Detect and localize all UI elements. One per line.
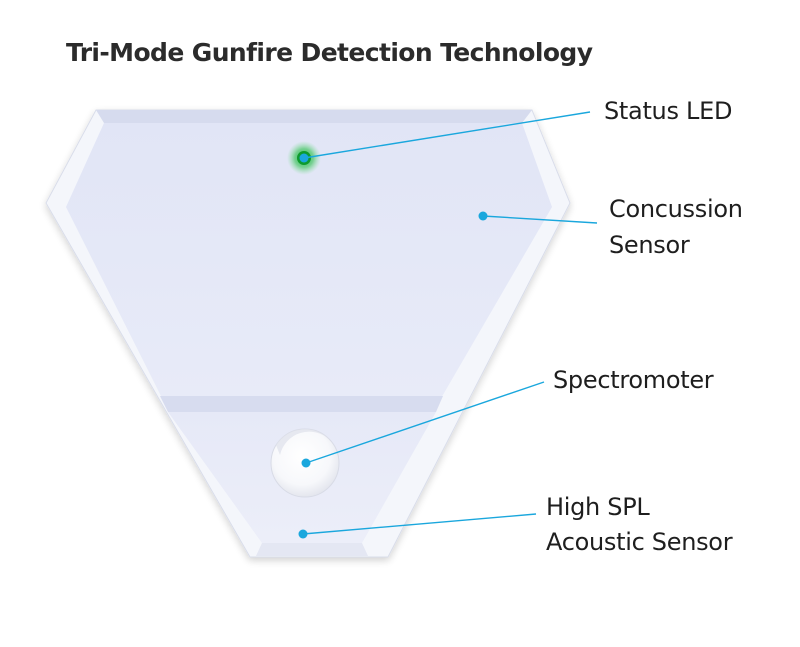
spectromoter-label: Spectromoter [553,366,714,394]
high-spl-label-line1: High SPL [546,493,650,521]
status-led-callout-dot [299,153,309,163]
device-divider-ridge [160,396,443,412]
device-bottom-bevel [256,543,368,556]
high-spl-label-line2: Acoustic Sensor [546,528,733,556]
concussion-sensor-label-line1: Concussion [609,195,743,223]
status-led-callout-line [303,111,591,159]
device-top-bevel [96,110,532,123]
spectromoter-callout-line [305,381,545,464]
concussion-sensor-label-line2: Sensor [609,231,690,259]
concussion-sensor-callout-line [482,215,598,224]
high-spl-callout-dot [298,529,308,539]
status-led-label: Status LED [604,97,733,125]
device-upper-face [66,123,552,400]
high-spl-callout-line [302,513,537,535]
concussion-sensor-callout-dot [478,211,488,221]
diagram-title: Tri-Mode Gunfire Detection Technology [66,38,593,67]
spectrometer-aperture-shade [276,428,330,455]
spectromoter-callout-dot [301,458,311,468]
